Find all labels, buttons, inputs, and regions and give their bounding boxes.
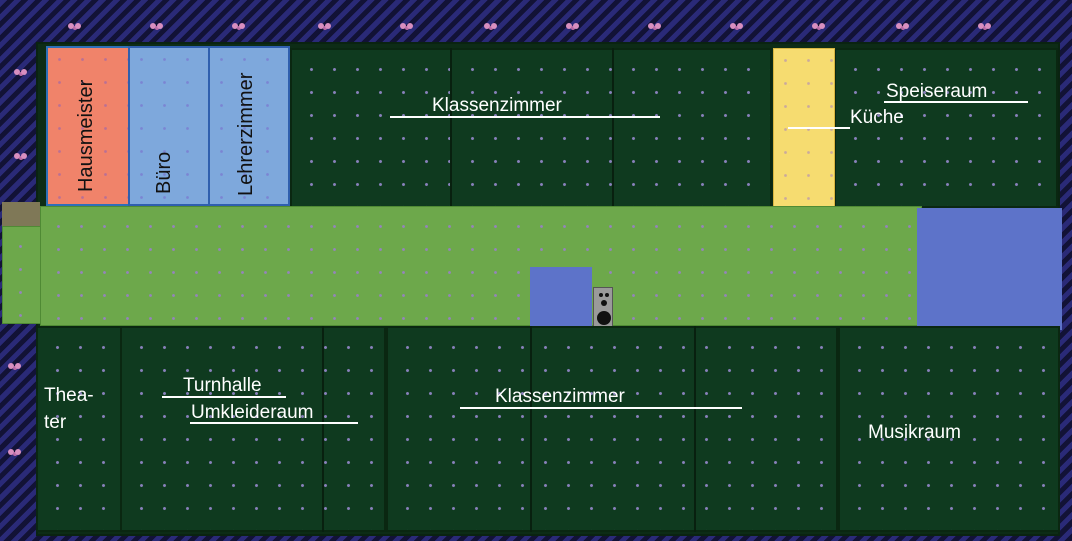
label-underline bbox=[884, 101, 1028, 103]
dining-room-area[interactable] bbox=[834, 48, 1058, 208]
flower-icon bbox=[68, 22, 82, 30]
pool-area-right[interactable] bbox=[917, 208, 1062, 330]
label-underline bbox=[190, 422, 358, 424]
room-divider bbox=[612, 48, 614, 208]
label-buero: Büro bbox=[153, 151, 175, 194]
flower-icon bbox=[648, 22, 662, 30]
flower-icon bbox=[150, 22, 164, 30]
label-theater-line2: ter bbox=[44, 412, 67, 433]
flower-icon bbox=[232, 22, 246, 30]
flower-icon bbox=[896, 22, 910, 30]
flower-icon bbox=[14, 68, 28, 76]
room-divider bbox=[694, 326, 696, 532]
flower-icon bbox=[400, 22, 414, 30]
janitor-room[interactable] bbox=[46, 46, 130, 206]
theater-room[interactable] bbox=[36, 326, 122, 532]
flower-icon bbox=[318, 22, 332, 30]
flower-icon bbox=[8, 448, 22, 456]
label-musikraum: Musikraum bbox=[868, 422, 961, 443]
flower-icon bbox=[978, 22, 992, 30]
label-klassenzimmer-upper: Klassenzimmer bbox=[432, 95, 562, 116]
label-turnhalle: Turnhalle bbox=[183, 375, 262, 396]
room-divider bbox=[530, 326, 532, 532]
flower-icon bbox=[484, 22, 498, 30]
label-hausmeister: Hausmeister bbox=[75, 79, 97, 192]
label-klassenzimmer-lower: Klassenzimmer bbox=[495, 386, 625, 407]
label-underline bbox=[788, 127, 850, 129]
flower-icon bbox=[566, 22, 580, 30]
gym-room[interactable] bbox=[120, 326, 386, 532]
room-divider bbox=[450, 48, 452, 208]
office-room[interactable] bbox=[128, 46, 210, 206]
label-speiseraum: Speiseraum bbox=[886, 81, 988, 102]
classroom-upper-area[interactable] bbox=[290, 48, 772, 208]
pool-area-center[interactable] bbox=[530, 267, 592, 327]
bench-object[interactable] bbox=[593, 287, 613, 331]
staff-room[interactable] bbox=[208, 46, 290, 206]
flower-icon bbox=[14, 152, 28, 160]
hallway-left-entry[interactable] bbox=[2, 226, 44, 324]
label-underline bbox=[162, 396, 286, 398]
flower-icon bbox=[812, 22, 826, 30]
wall-gap bbox=[2, 202, 40, 226]
label-underline bbox=[460, 407, 742, 409]
label-umkleideraum: Umkleideraum bbox=[191, 402, 314, 423]
music-room[interactable] bbox=[838, 326, 1060, 532]
hallway[interactable] bbox=[40, 206, 922, 326]
room-divider bbox=[322, 326, 324, 532]
flower-icon bbox=[8, 362, 22, 370]
label-lehrerzimmer: Lehrerzimmer bbox=[235, 72, 257, 196]
label-underline bbox=[390, 116, 660, 118]
label-theater-line1: Thea- bbox=[44, 385, 94, 406]
flower-icon bbox=[730, 22, 744, 30]
classroom-lower-area[interactable] bbox=[386, 326, 838, 532]
label-kueche: Küche bbox=[850, 107, 904, 128]
